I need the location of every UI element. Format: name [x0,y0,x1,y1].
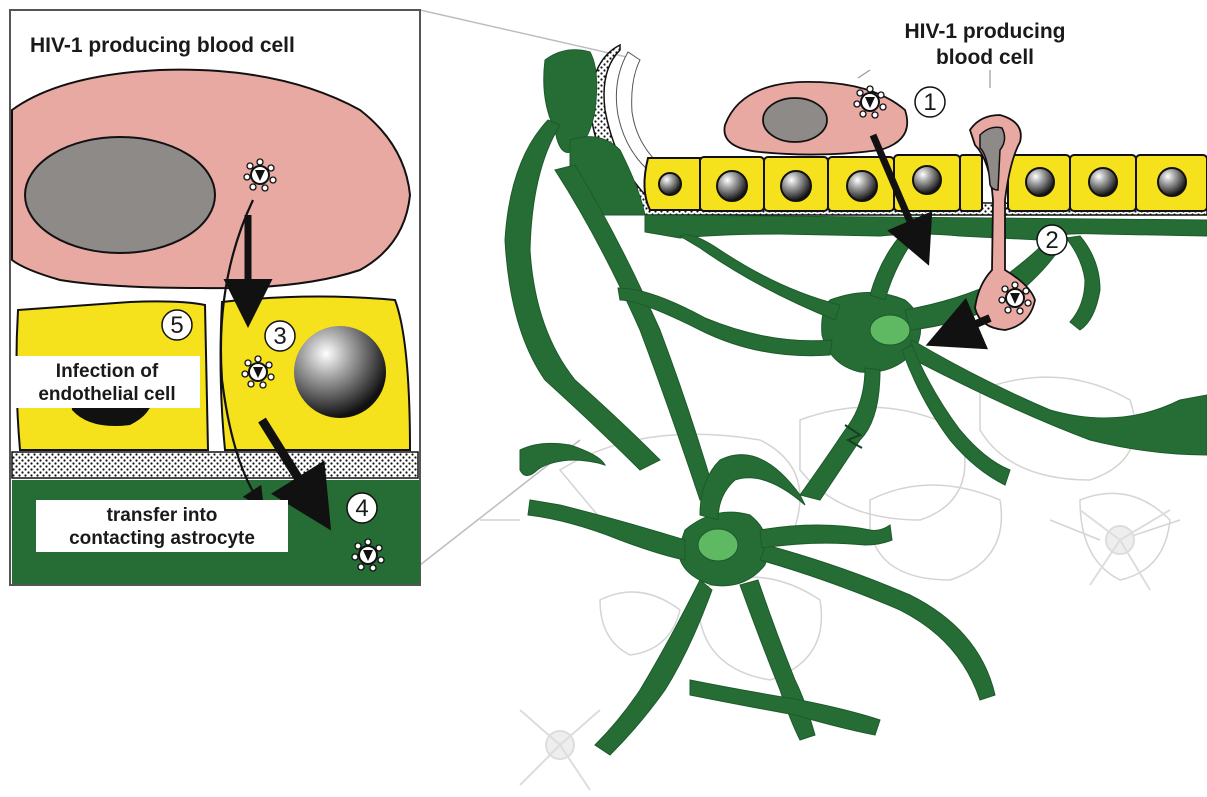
step-5-number: 5 [170,312,183,339]
step-2-number: 2 [1045,227,1058,254]
overview-label-line1: HIV-1 producing [904,20,1065,43]
step-marker-5: 5 [162,310,192,340]
infection-label-line1: Infection of [56,361,159,382]
step-marker-3: 3 [265,321,295,351]
overview-label-line2: blood cell [936,46,1034,69]
zoom-line-top [420,10,640,60]
label-leader-line [858,70,990,88]
astrocyte-nucleus-lower [698,529,738,561]
step-3-number: 3 [273,323,286,350]
infection-label-line2: endothelial cell [38,384,175,405]
transfer-label-line2: contacting astrocyte [69,528,255,549]
inset-panel: 5 3 4 HIV-1 producing blood cell Infecti… [10,10,420,585]
inset-basement-membrane [12,452,418,478]
step-4-number: 4 [355,495,368,522]
overview-panel: 1 2 HIV-1 producing blood cell [420,10,1207,790]
step-marker-2: 2 [1037,225,1067,255]
inset-endothelial-nucleus-right [294,326,386,418]
transfer-label-line1: transfer into [107,505,218,526]
inset-title: HIV-1 producing blood cell [30,34,295,57]
endothelial-cell-row [644,155,1207,211]
astrocyte-nucleus-upper [870,315,910,345]
step-1-number: 1 [923,89,936,116]
step-marker-4: 4 [347,493,377,523]
step-marker-1: 1 [915,87,945,117]
inset-blood-cell-nucleus [25,137,215,253]
